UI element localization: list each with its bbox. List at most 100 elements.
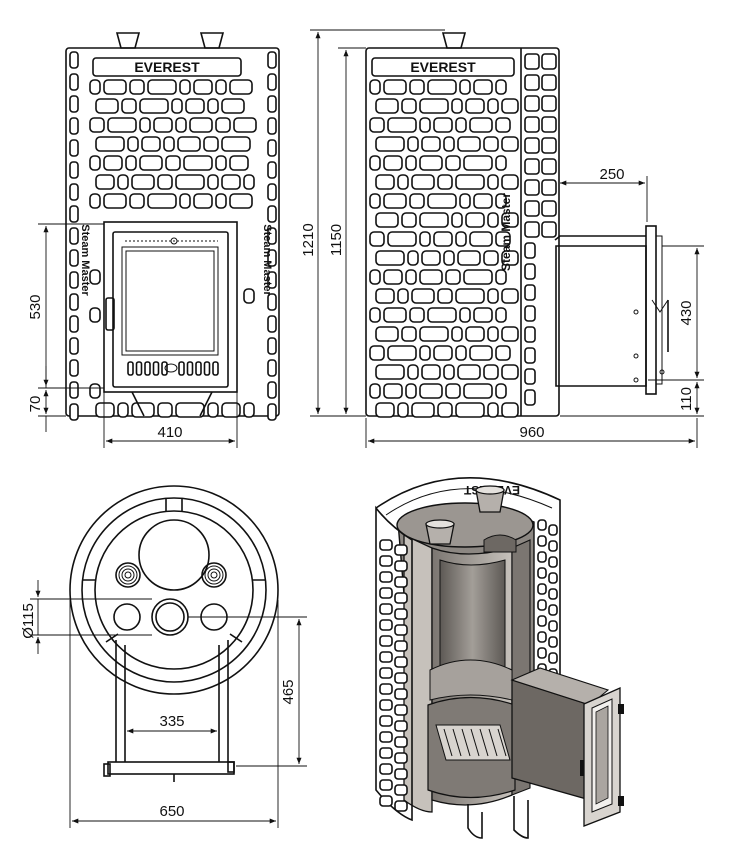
mesh-slot (487, 288, 499, 304)
mesh-slot (451, 98, 463, 114)
mesh-slot (394, 656, 408, 668)
mesh-slot (457, 250, 481, 266)
door-vent-slot (186, 361, 194, 376)
mesh-slot (69, 271, 79, 289)
mesh-slot (221, 174, 241, 190)
mesh-slot (411, 288, 435, 304)
mesh-slot (379, 619, 393, 631)
mesh-slot (455, 231, 467, 247)
mesh-slot (469, 345, 493, 361)
leg-width-label: 335 (159, 713, 184, 730)
mesh-slot (383, 193, 407, 209)
grate-bar (497, 728, 507, 757)
mesh-slot (127, 136, 139, 152)
mesh-slot (548, 572, 558, 584)
mesh-slot (369, 231, 385, 247)
mesh-slot (267, 271, 277, 289)
mesh-slot (267, 293, 277, 311)
total-height-label: 1210 (300, 223, 317, 256)
front-brand-label: EVEREST (134, 59, 200, 75)
mesh-slot (409, 79, 425, 95)
mesh-slot (524, 74, 540, 91)
mesh-slot (267, 381, 277, 399)
door-vent-slot (203, 361, 211, 376)
mesh-slot (89, 79, 101, 95)
mesh-slot (387, 231, 417, 247)
mesh-slot (394, 736, 408, 748)
mesh-slot (379, 667, 393, 679)
diameter-label: 650 (159, 803, 184, 820)
top-depth-label: 465 (280, 679, 297, 704)
mesh-slot (541, 116, 557, 133)
mesh-slot (379, 779, 393, 791)
mesh-slot (153, 117, 173, 133)
mesh-slot (394, 784, 408, 796)
side-brand-label: EVEREST (410, 59, 476, 75)
mesh-slot (457, 364, 481, 380)
total-depth-label: 960 (519, 424, 544, 441)
mesh-slot (375, 364, 405, 380)
mesh-slot (267, 183, 277, 201)
mesh-slot (419, 98, 449, 114)
mesh-slot (397, 174, 409, 190)
mesh-slot (465, 326, 485, 342)
mesh-slot (131, 174, 155, 190)
side-view: EVEREST Steam Master (365, 32, 669, 418)
mesh-slot (463, 155, 493, 171)
mesh-slot (267, 95, 277, 113)
mesh-slot (421, 136, 441, 152)
mesh-slot (501, 326, 519, 342)
mesh-slot (483, 250, 499, 266)
mesh-slot (165, 155, 181, 171)
door-vent-slot (152, 361, 160, 376)
mesh-slot (455, 117, 467, 133)
mesh-slot (401, 326, 417, 342)
mesh-slot (69, 403, 79, 421)
mesh-slot (473, 307, 493, 323)
mesh-slot (69, 227, 79, 245)
mesh-slot (433, 117, 453, 133)
mesh-slot (95, 174, 115, 190)
mesh-slot (495, 79, 507, 95)
mesh-slot (379, 715, 393, 727)
mesh-slot (524, 242, 536, 259)
mesh-slot (495, 117, 511, 133)
mesh-slot (537, 519, 547, 531)
mesh-slot (107, 117, 137, 133)
mesh-slot (459, 193, 471, 209)
mesh-slot (541, 74, 557, 91)
mesh-slot (455, 402, 485, 418)
mesh-slot (95, 98, 119, 114)
mesh-slot (405, 269, 417, 285)
mesh-slot (69, 249, 79, 267)
mesh-slot (369, 345, 385, 361)
mesh-slot (437, 288, 453, 304)
mesh-slot (379, 555, 393, 567)
mesh-slot (524, 53, 540, 70)
mesh-slot (501, 136, 519, 152)
mesh-slot (455, 288, 485, 304)
mesh-slot (379, 635, 393, 647)
mesh-slot (495, 231, 511, 247)
mesh-slot (501, 212, 519, 228)
mesh-slot (243, 174, 255, 190)
mesh-slot (411, 402, 435, 418)
mesh-slot (419, 345, 431, 361)
mesh-slot (473, 193, 493, 209)
mesh-slot (394, 688, 408, 700)
grate-bar (461, 728, 471, 757)
mesh-slot (129, 79, 145, 95)
mesh-slot (524, 389, 536, 406)
mesh-slot (157, 402, 173, 418)
mesh-slot (427, 193, 457, 209)
mesh-slot (524, 347, 536, 364)
mesh-slot (501, 250, 519, 266)
mesh-slot (267, 337, 277, 355)
mesh-slot (483, 364, 499, 380)
mesh-slot (69, 51, 79, 69)
mesh-slot (89, 307, 101, 323)
mesh-slot (229, 193, 253, 209)
mesh-slot (207, 98, 219, 114)
mesh-slot (405, 383, 417, 399)
